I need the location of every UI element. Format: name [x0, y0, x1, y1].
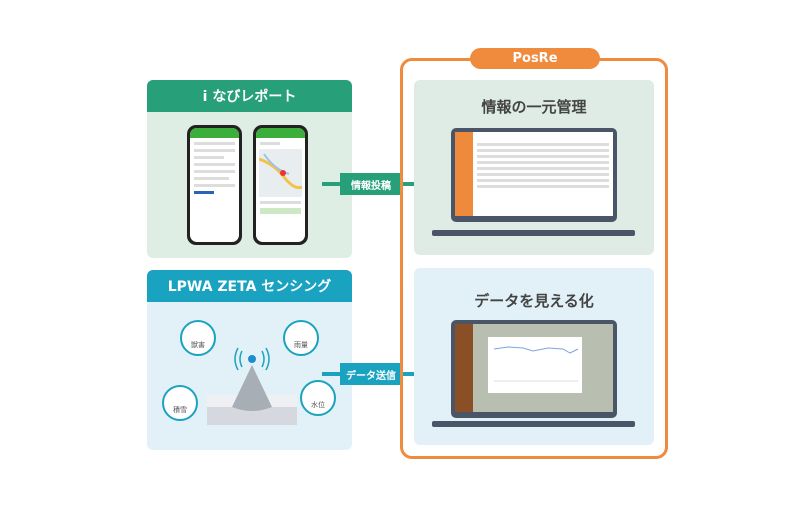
- visualization-title: データを見える化: [474, 292, 594, 310]
- laptop-base-top: [432, 230, 635, 236]
- management-title: 情報の一元管理: [481, 98, 587, 116]
- laptop-list-screen: [451, 128, 617, 222]
- post-arrow-label: 情報投稿: [340, 173, 402, 195]
- sensor-rainfall: 雨量: [283, 320, 319, 356]
- sensor-water-level: 水位: [300, 380, 336, 416]
- sensor-wildlife: 獣害: [180, 320, 216, 356]
- phone-report-form: [187, 125, 242, 245]
- lpwa-panel: LPWA ZETA センシング 獣害 雨量 積雪 水位: [147, 270, 352, 450]
- map-icon: [258, 153, 303, 189]
- laptop-chart-screen: [451, 320, 617, 418]
- send-arrow-label: データ送信: [340, 363, 402, 385]
- inavi-panel: i なびレポート: [147, 80, 352, 258]
- phone-report-map: [253, 125, 308, 245]
- inavi-header: i なびレポート: [147, 80, 352, 112]
- zeta-base-station-icon: [207, 347, 297, 425]
- laptop-base-bottom: [432, 421, 635, 427]
- lpwa-header: LPWA ZETA センシング: [147, 270, 352, 302]
- sensor-snow: 積雪: [162, 385, 198, 421]
- line-chart-popup: [488, 337, 582, 393]
- posre-label: PosRe: [470, 48, 600, 69]
